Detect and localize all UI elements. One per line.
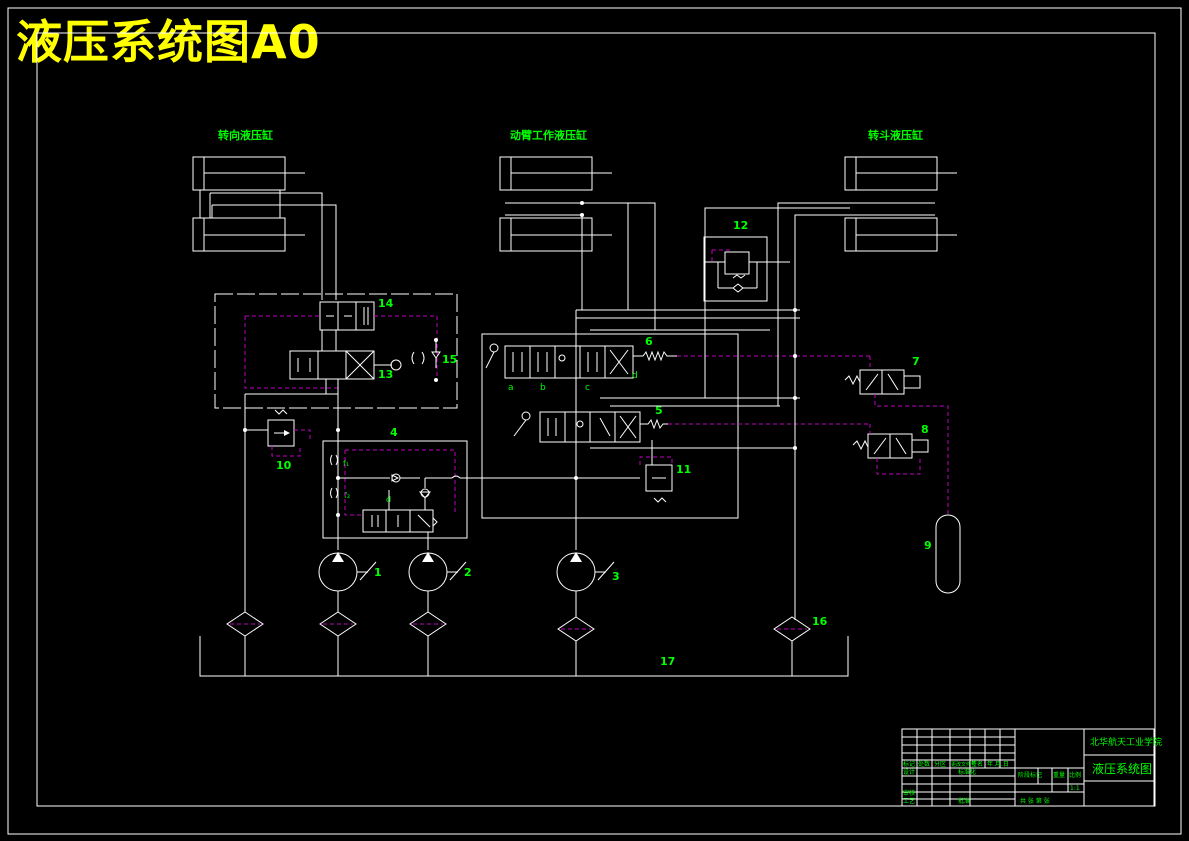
valve-4-symbol: d	[386, 495, 391, 504]
num-4: 4	[390, 426, 398, 439]
orifice-f2: f₂	[344, 491, 350, 500]
tb-change-doc: 更改文件号	[951, 761, 976, 768]
title-block-institution: 北华航天工业学院	[1090, 736, 1162, 748]
label-bucket-cylinder: 转斗液压缸	[868, 128, 923, 142]
title-block-drawing-name: 液压系统图	[1092, 761, 1152, 776]
num-13: 13	[378, 368, 393, 381]
tb-standard: 标准化	[958, 768, 976, 776]
num-14: 14	[378, 297, 394, 310]
num-5: 5	[655, 404, 663, 417]
tb-weight: 重量	[1053, 771, 1065, 779]
valve-10: 10	[243, 394, 311, 472]
priority-valve-4: 4 f₁ f₂ d	[322, 426, 640, 550]
num-10: 10	[276, 459, 292, 472]
num-3: 3	[612, 570, 620, 583]
outer-frame	[7, 7, 1182, 835]
tb-sheet: 共 张 第 张	[1020, 797, 1050, 805]
port-c: c	[585, 383, 590, 393]
filters-and-tank: 16 17	[199, 430, 849, 677]
tb-mark: 标记	[903, 760, 915, 768]
pumps: 1 2 3	[318, 552, 620, 617]
label-steering-cylinder: 转向液压缸	[218, 128, 273, 142]
num-7: 7	[912, 355, 920, 368]
num-9: 9	[924, 539, 932, 552]
port-a: a	[508, 383, 514, 393]
num-6: 6	[645, 335, 653, 348]
num-11: 11	[676, 463, 691, 476]
num-15: 15	[442, 353, 457, 366]
port-d: d	[632, 371, 638, 381]
tb-stage-mark: 阶段标记	[1018, 771, 1042, 779]
steering-valve-group: 14 13 15	[214, 293, 458, 430]
boom-cylinders	[499, 156, 656, 330]
tb-signature: 签名	[971, 760, 983, 768]
port-b: b	[540, 383, 546, 393]
drawing-title: 液压系统图A0	[16, 15, 321, 69]
num-2: 2	[464, 566, 472, 579]
inner-frame	[36, 32, 1156, 807]
multi-way-valve-block: 6 a b c d 5 11	[481, 262, 870, 620]
tb-date: 年.月.日	[987, 760, 1009, 768]
tb-design: 设计	[903, 768, 915, 776]
num-1: 1	[374, 566, 382, 579]
title-block: 北华航天工业学院 液压系统图 标记 处数 分区 更改文件号 签名 年.月.日 设…	[901, 728, 1162, 807]
bucket-cylinders	[704, 156, 957, 330]
tb-process: 工艺	[903, 797, 915, 805]
tb-approve: 批准	[958, 797, 970, 805]
tb-count: 处数	[918, 760, 930, 768]
orifice-f1: f₁	[343, 459, 349, 468]
num-8: 8	[921, 423, 929, 436]
num-16: 16	[812, 615, 828, 628]
steering-cylinders	[192, 156, 337, 300]
tb-scale-value: 1:1	[1070, 785, 1080, 792]
tb-check: 审核	[903, 789, 915, 797]
tb-scale: 比例	[1069, 771, 1081, 779]
label-boom-cylinder: 动臂工作液压缸	[510, 128, 587, 142]
tb-zone: 分区	[934, 760, 946, 768]
num-12: 12	[733, 219, 748, 232]
valve-12: 12	[703, 219, 790, 302]
num-17: 17	[660, 655, 675, 668]
valves-7-8-accumulator: 7 8 9	[844, 355, 961, 594]
